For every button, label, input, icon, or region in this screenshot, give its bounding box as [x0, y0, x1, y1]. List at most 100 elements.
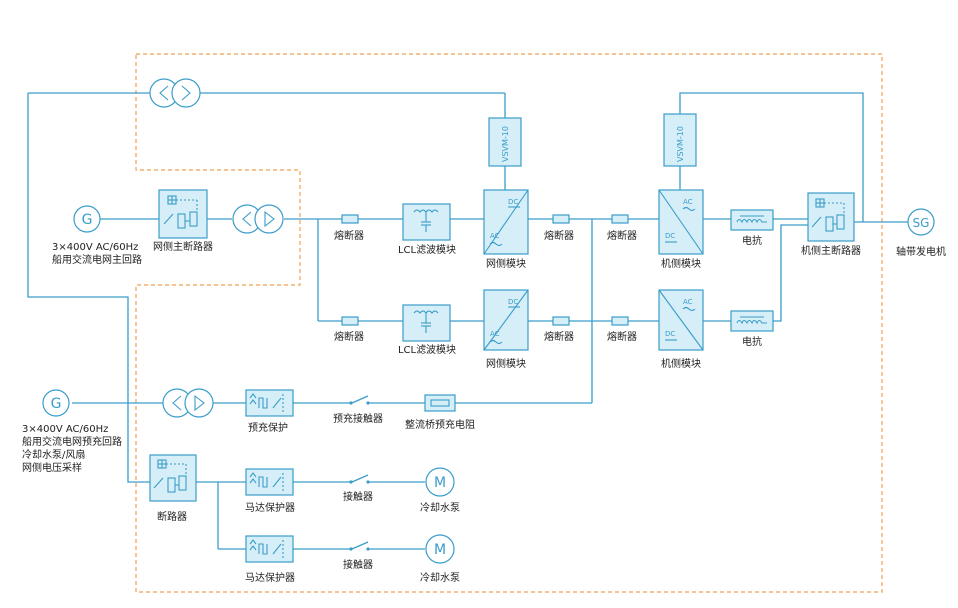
- wires: [27, 92, 908, 550]
- fuse-icon: [341, 214, 359, 224]
- fuse-icon: [611, 214, 629, 224]
- precharge-contactor: 预充接触器: [333, 401, 383, 425]
- sg-label: 轴带发电机: [896, 245, 946, 258]
- fuse-r2-b: 熔断器: [544, 316, 574, 343]
- machine-module-label: 机侧模块: [661, 257, 701, 270]
- lcl-filter-r1: LCL滤波模块: [398, 203, 456, 256]
- fuse-icon: [552, 214, 570, 224]
- fuse-r1-b: 熔断器: [544, 214, 574, 242]
- grid-main-breaker: 网侧主断路器: [153, 189, 213, 253]
- grid-module-label: 网侧模块: [486, 357, 526, 370]
- precharge-generator: G 3×400V AC/60Hz 船用交流电网预充回路 冷却水泵/风扇 网侧电压…: [22, 389, 122, 474]
- generator-icon: [907, 208, 935, 236]
- transformer-precharge: [162, 388, 214, 418]
- svm-right: VSVM-10: [663, 113, 697, 167]
- transformer-icon: [232, 204, 284, 234]
- contactor-label: 接触器: [343, 490, 373, 503]
- generator-icon: [42, 389, 70, 417]
- breaker-icon: [153, 459, 187, 493]
- ac-text: AC: [683, 198, 693, 206]
- contactor-label: 接触器: [343, 558, 373, 571]
- transformer-icon: [149, 78, 201, 108]
- fuse-label: 熔断器: [334, 330, 364, 343]
- fuse-icon: [341, 316, 359, 326]
- fuse-label: 熔断器: [544, 229, 574, 242]
- grid-module-r2: DC AC 网侧模块: [483, 289, 529, 370]
- breaker-icon: [163, 195, 198, 229]
- motor-symbol: M: [434, 475, 446, 491]
- reactor-label: 电抗: [742, 335, 762, 348]
- contactor-1: 接触器: [343, 480, 373, 503]
- reactor-icon: [736, 316, 767, 325]
- svm-left: VSVM-10: [488, 117, 522, 167]
- lcl-filter-r2: LCL滤波模块: [398, 304, 456, 356]
- grid-module-r1: DC AC 网侧模块: [483, 189, 529, 270]
- converter-icon: DC AC: [483, 289, 529, 351]
- cabinet-boundary: [135, 53, 883, 593]
- svm-text: VSVM-10: [501, 126, 510, 162]
- breaker-label: 断路器: [157, 510, 187, 523]
- machine-main-breaker-label: 机侧主断路器: [801, 244, 861, 257]
- lcl-filter-label: LCL滤波模块: [398, 343, 456, 356]
- fuse-r2-a: 熔断器: [334, 316, 364, 343]
- motor-protector-label: 马达保护器: [245, 571, 295, 584]
- machine-module-r2: AC DC 机侧模块: [658, 289, 704, 370]
- motor-protector-label: 马达保护器: [245, 501, 295, 514]
- motor-icon: [425, 467, 455, 497]
- ac-text: AC: [490, 330, 500, 338]
- filter-icon: [413, 209, 439, 232]
- lcl-filter-label: LCL滤波模块: [398, 243, 456, 256]
- sampling-note: 网侧电压采样: [22, 461, 82, 474]
- reactor-r1: 电抗: [730, 209, 774, 247]
- cooling-note: 冷却水泵/风扇: [22, 448, 85, 461]
- motor-protector-2: 马达保护器: [245, 535, 295, 584]
- breaker-icon: [811, 198, 845, 232]
- reactor-icon: [736, 215, 767, 224]
- motor-protector-1: 马达保护器: [245, 468, 295, 514]
- svm-text: VSVM-10: [676, 126, 685, 162]
- ac-text: AC: [683, 298, 693, 306]
- converter-icon: DC AC: [483, 189, 529, 255]
- dc-text: DC: [508, 198, 518, 206]
- grid-main-breaker-label: 网侧主断路器: [153, 240, 213, 253]
- fuse-icon: [552, 316, 570, 326]
- fuse-label: 熔断器: [607, 229, 637, 242]
- converter-icon: AC DC: [658, 289, 704, 351]
- contactor-icon: [349, 547, 353, 551]
- filter-icon: [413, 310, 439, 333]
- shaft-generator: SG 轴带发电机: [896, 208, 946, 258]
- protector-icon: [249, 472, 284, 491]
- machine-main-breaker: 机侧主断路器: [801, 192, 861, 257]
- contactor-icon: [349, 401, 353, 405]
- reactor-label: 电抗: [742, 234, 762, 247]
- generator-icon: [73, 205, 101, 233]
- precharge-protection: 预充保护: [245, 389, 294, 434]
- dc-text: DC: [508, 298, 518, 306]
- fuse-r1-a: 熔断器: [334, 214, 364, 242]
- fuse-r2-c: 熔断器: [607, 316, 637, 343]
- motor-icon: [425, 534, 455, 564]
- grid-module-label: 网侧模块: [486, 257, 526, 270]
- grid-voltage: 3×400V AC/60Hz: [52, 242, 138, 253]
- cooling-pump-1: M 冷却水泵: [420, 467, 460, 514]
- reactor-r2: 电抗: [730, 310, 774, 348]
- fuse-icon: [611, 316, 629, 326]
- rectifier-resistor: 整流桥预充电阻: [405, 394, 475, 431]
- precharge-name: 船用交流电网预充回路: [22, 435, 122, 448]
- precharge-voltage: 3×400V AC/60Hz: [22, 424, 108, 435]
- transformer-icon: [162, 388, 214, 418]
- motor-symbol: M: [434, 542, 446, 558]
- cooling-pump-label: 冷却水泵: [420, 571, 460, 584]
- transformer-top: [149, 78, 201, 108]
- fuse-r1-c: 熔断器: [607, 214, 637, 242]
- machine-module-r1: AC DC 机侧模块: [658, 189, 704, 270]
- fuse-label: 熔断器: [607, 330, 637, 343]
- protector-icon: [249, 539, 284, 558]
- generator-symbol: G: [51, 396, 62, 412]
- cooling-pump-2: M 冷却水泵: [420, 534, 460, 584]
- fuse-label: 熔断器: [334, 229, 364, 242]
- precharge-protection-label: 预充保护: [248, 421, 288, 434]
- dc-text: DC: [665, 330, 675, 338]
- grid-name: 船用交流电网主回路: [52, 253, 142, 266]
- contactor-2: 接触器: [343, 547, 373, 571]
